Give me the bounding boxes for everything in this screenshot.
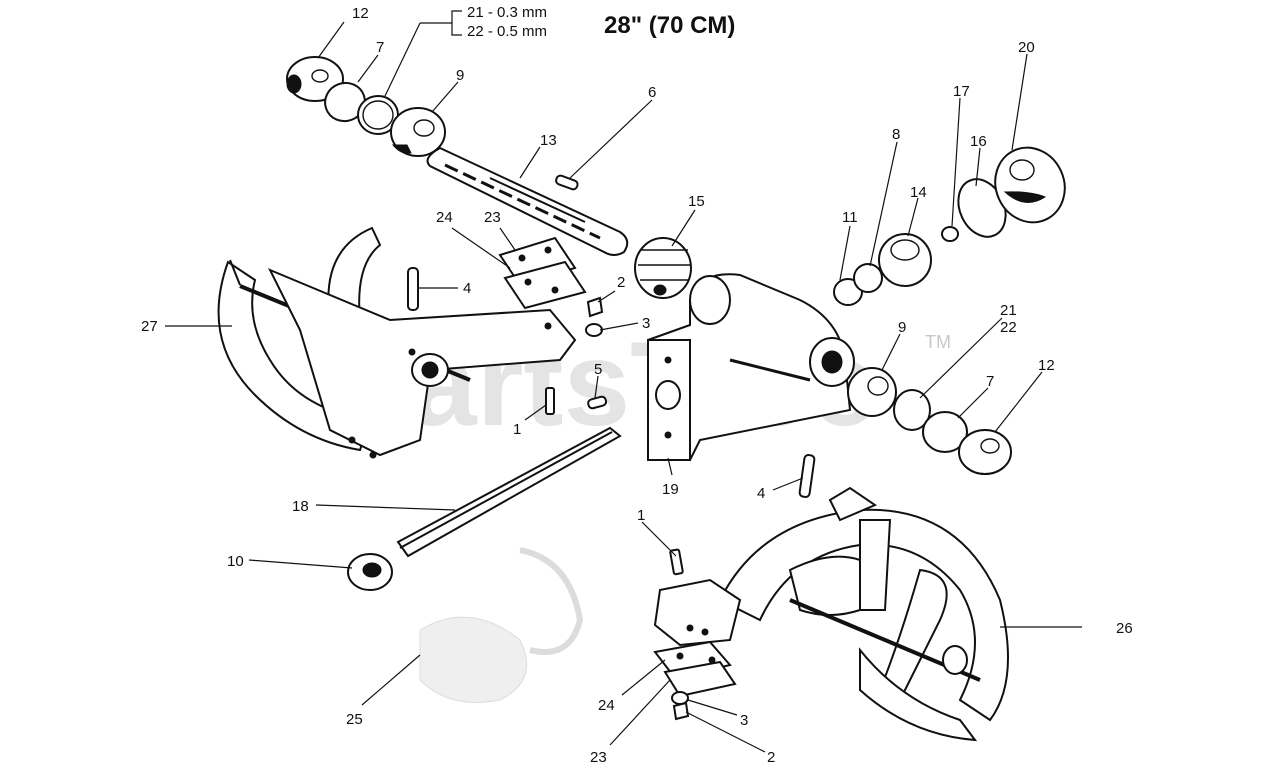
callout-15: 15 bbox=[688, 193, 705, 210]
part-2-right-nut bbox=[672, 701, 690, 721]
callout-24: 24 bbox=[436, 209, 453, 226]
leader-lines bbox=[165, 21, 1082, 753]
callout-21: 21 bbox=[1000, 302, 1017, 319]
part-25-auger-ghost bbox=[419, 547, 584, 703]
callout-3: 3 bbox=[642, 315, 650, 332]
part-7-upper-retaining-ring bbox=[324, 81, 366, 123]
callout-16: 16 bbox=[970, 133, 987, 150]
callout-13: 13 bbox=[540, 132, 557, 149]
callout-1: 1 bbox=[513, 421, 521, 438]
diagram-title: 28" (70 CM) bbox=[604, 12, 735, 39]
left-gear-housing-bracket bbox=[267, 268, 577, 459]
part-10-bearing bbox=[347, 553, 393, 591]
part-18-auger-shaft bbox=[396, 426, 622, 558]
callout-17: 17 bbox=[953, 83, 970, 100]
part-2-left-nut bbox=[586, 296, 604, 318]
callout-12: 12 bbox=[352, 5, 369, 22]
part-8-thrust-washer bbox=[853, 263, 883, 293]
callout-23: 23 bbox=[484, 209, 501, 226]
right-gear-bracket bbox=[653, 578, 742, 647]
spec-line-21: 21 - 0.3 mm bbox=[467, 4, 547, 21]
callout-24-right: 24 bbox=[598, 697, 615, 714]
callout-5: 5 bbox=[594, 361, 602, 378]
part-11-washer bbox=[833, 278, 863, 306]
part-6-key bbox=[555, 174, 579, 191]
spec-line-22: 22 - 0.5 mm bbox=[467, 23, 547, 40]
callout-3-right: 3 bbox=[740, 712, 748, 729]
part-4-left-shear-pin bbox=[407, 267, 419, 311]
callout-14: 14 bbox=[910, 184, 927, 201]
part-19-gear-case bbox=[646, 273, 855, 462]
callout-2: 2 bbox=[617, 274, 625, 291]
callout-8: 8 bbox=[892, 126, 900, 143]
callout-7: 7 bbox=[376, 39, 384, 56]
callout-1-right: 1 bbox=[637, 507, 645, 524]
callout-20: 20 bbox=[1018, 39, 1035, 56]
part-9-right-bearing bbox=[847, 367, 897, 417]
part-20-cover bbox=[994, 146, 1066, 224]
part-5-key bbox=[587, 395, 608, 410]
callout-22: 22 bbox=[1000, 319, 1017, 336]
part-7-right-retaining-ring bbox=[922, 411, 968, 453]
callout-10: 10 bbox=[227, 553, 244, 570]
callout-12-right: 12 bbox=[1038, 357, 1055, 374]
part-1-right-bolt bbox=[669, 548, 684, 576]
part-21-22-right-shim bbox=[893, 389, 931, 431]
part-4-right-shear-pin bbox=[798, 454, 816, 498]
part-15-worm-gear bbox=[634, 237, 692, 299]
part-9-upper-bearing bbox=[390, 107, 446, 157]
callout-25: 25 bbox=[346, 711, 363, 728]
callout-7-right: 7 bbox=[986, 373, 994, 390]
callout-11: 11 bbox=[842, 209, 858, 226]
callout-26: 26 bbox=[1116, 620, 1133, 637]
callout-18: 18 bbox=[292, 498, 309, 515]
callout-9: 9 bbox=[456, 67, 464, 84]
part-12-right-cap bbox=[958, 429, 1012, 475]
part-13-worm-shaft bbox=[426, 146, 629, 256]
callout-9-right: 9 bbox=[898, 319, 906, 336]
callout-19: 19 bbox=[662, 481, 679, 498]
part-1-left-bolt bbox=[545, 387, 555, 415]
part-23-24-right-plates bbox=[653, 640, 737, 698]
callout-27: 27 bbox=[141, 318, 158, 335]
part-14-bearing bbox=[878, 233, 932, 287]
callout-4-right: 4 bbox=[757, 485, 765, 502]
callout-2-right: 2 bbox=[767, 749, 775, 766]
callouts: 12 7 9 13 6 24 23 4 27 2 3 15 11 8 14 17… bbox=[141, 5, 1133, 766]
watermark-trademark: TM bbox=[925, 332, 951, 352]
part-17-nut bbox=[941, 226, 959, 242]
callout-23-right: 23 bbox=[590, 749, 607, 766]
shim-spec-bracket: 21 - 0.3 mm 22 - 0.5 mm bbox=[420, 4, 547, 40]
part-23-24-left-plates bbox=[498, 236, 587, 310]
part-26-right-impeller bbox=[718, 486, 1009, 742]
callout-4: 4 bbox=[463, 280, 471, 297]
callout-6: 6 bbox=[648, 84, 656, 101]
part-3-left-washer bbox=[585, 323, 603, 337]
